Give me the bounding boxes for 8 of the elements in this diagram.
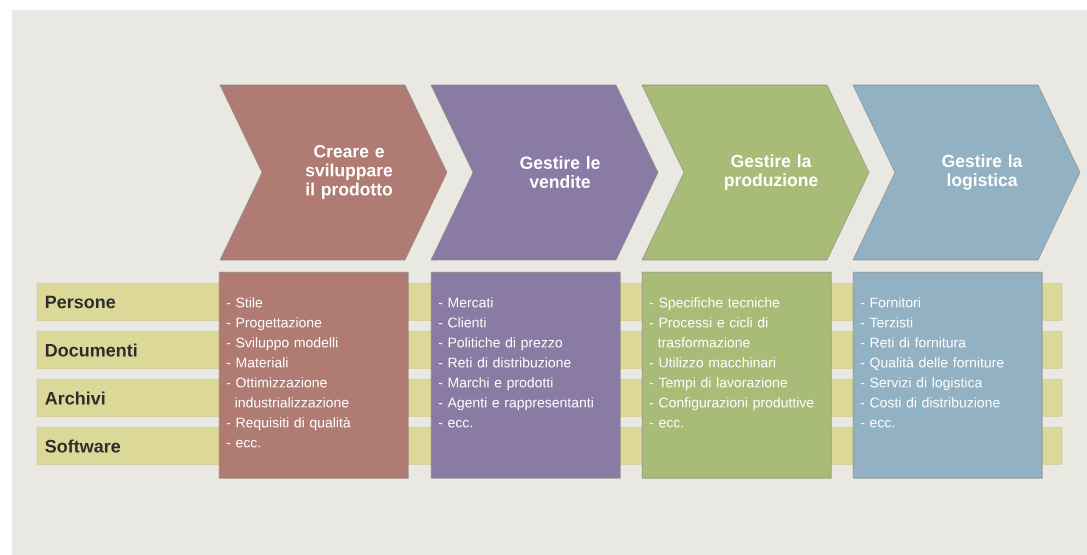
row-band: Archivi <box>37 379 220 417</box>
list-box: - Stile - Progettazione - Sviluppo modelli - Materiali - Ottimizzazione industrializzazione - Requisiti di qualità - ecc. <box>219 272 409 479</box>
row-band: Documenti <box>37 331 220 369</box>
row-band: Software <box>37 427 220 465</box>
list-box: - Mercati - Clienti - Politiche di prezzo - Reti di distribuzione - Marchi e prodotti - Agenti e rappresentanti - ecc. <box>431 272 621 479</box>
list-box: - Specifiche tecniche - Processi e cicli di trasformazione - Utilizzo macchinari - Tempi di lavorazione - Configurazioni produttive - ecc. <box>642 272 832 479</box>
row-band: Persone <box>37 283 220 321</box>
list-box: - Fornitori - Terzisti - Reti di fornitura - Qualità delle forniture - Servizi di logistica - Costi di distribuzione - ecc. <box>853 272 1043 479</box>
